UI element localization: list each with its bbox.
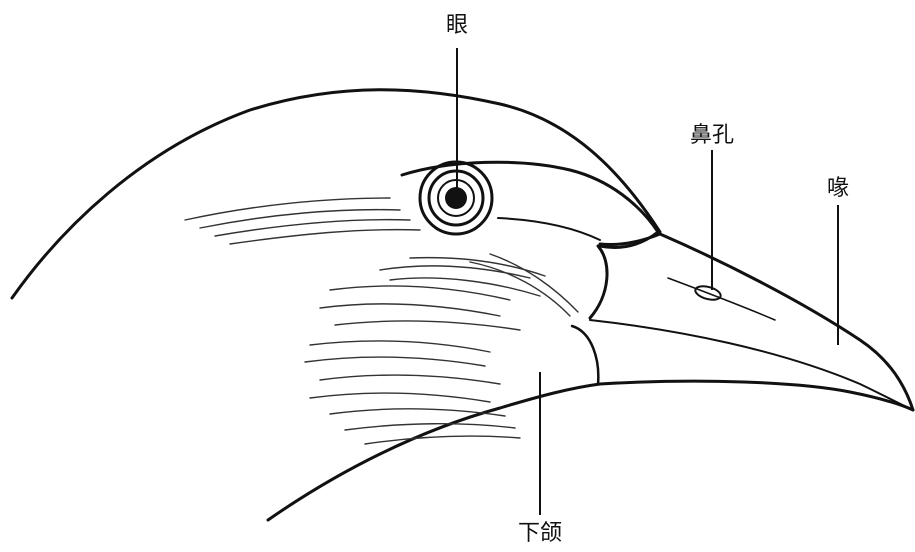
label-beak: 喙	[827, 176, 849, 201]
label-lower-jaw: 下颌	[518, 521, 562, 546]
beak-base-line	[590, 246, 607, 318]
throat-outline	[268, 384, 600, 520]
jaw-base-line	[572, 326, 598, 384]
crown-outline	[12, 90, 660, 298]
eye-streak-line	[498, 218, 600, 240]
feather-strokes	[185, 198, 578, 444]
beak-lower-mandible	[600, 381, 913, 410]
label-nostril: 鼻孔	[690, 123, 734, 148]
label-eye: 眼	[446, 13, 468, 38]
nostril-groove	[668, 278, 775, 320]
